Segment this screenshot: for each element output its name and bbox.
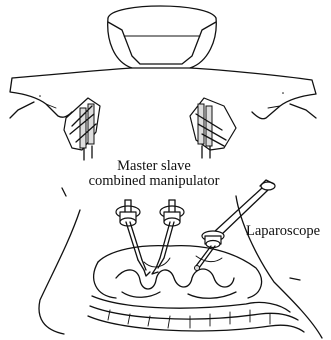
left-master-controller	[64, 98, 100, 160]
abdomen-interior	[88, 246, 304, 332]
manipulator-label-line1: Master slave	[72, 159, 236, 174]
manipulator-label-line2: combined manipulator	[72, 174, 236, 189]
laparoscope-label: Laparoscope	[246, 224, 320, 239]
manipulator-label: Master slave combined manipulator	[72, 159, 236, 189]
left-manipulator	[116, 200, 150, 276]
surgeon-body	[10, 68, 316, 119]
right-master-controller	[190, 98, 236, 158]
middle-manipulator	[152, 200, 184, 274]
surgeon-head	[108, 6, 217, 68]
